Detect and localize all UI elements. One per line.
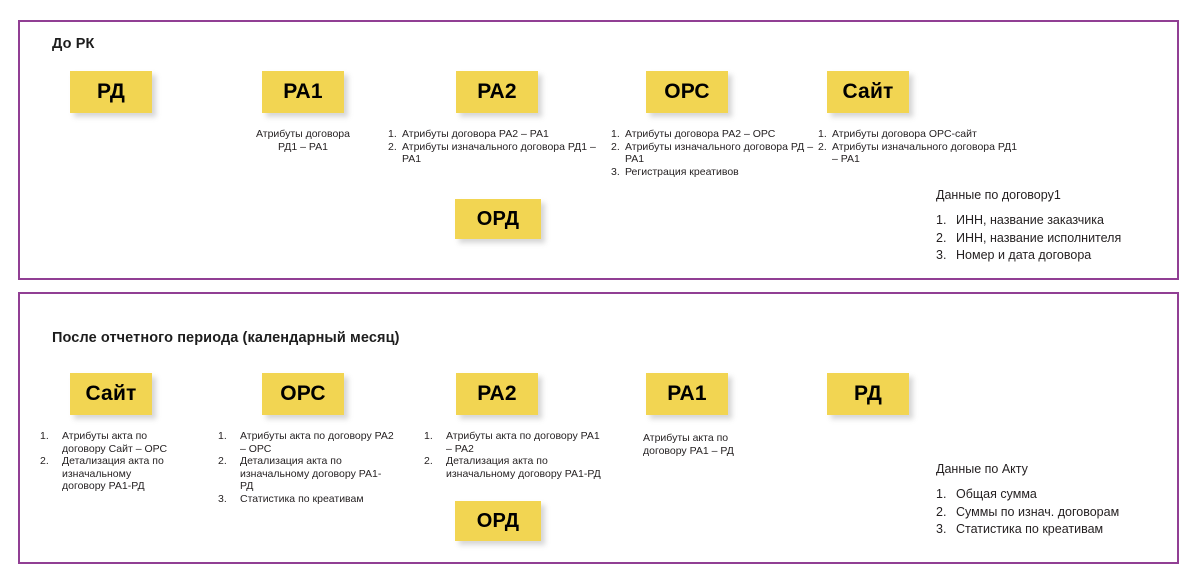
list-item: 1.Атрибуты договора РА2 – РА1 — [388, 128, 549, 140]
list-item: 1.Атрибуты акта по договору РА2 – ОРС — [218, 430, 394, 455]
panel-after-title: После отчетного периода (календарный мес… — [52, 330, 400, 346]
annotation-before-site: 1.Атрибуты договора ОРС-сайт 2.Атрибуты … — [818, 128, 1018, 166]
node-before-ra2[interactable]: РА2 — [456, 71, 538, 113]
annotation-after-site: 1.Атрибуты акта по договору Сайт – ОРС 2… — [40, 430, 172, 493]
annotation-before-ra1: Атрибуты договора РД1 – РА1 — [256, 128, 350, 153]
node-before-ord[interactable]: ОРД — [455, 199, 541, 239]
node-after-site[interactable]: Сайт — [70, 373, 152, 415]
node-before-ops[interactable]: ОРС — [646, 71, 728, 113]
panel-after-report-period — [18, 292, 1179, 564]
list-item: 2.Детализация акта по изначальному догов… — [218, 455, 382, 493]
node-after-ra2[interactable]: РА2 — [456, 373, 538, 415]
list-item: 1.Атрибуты акта по договору Сайт – ОРС — [40, 430, 168, 455]
legend-item: 2.Суммы по изнач. договорам — [936, 504, 1120, 519]
list-item: 2.Атрибуты изначального договора РД1 – Р… — [388, 140, 596, 166]
legend-after: Данные по Акту 1.Общая сумма 2.Суммы по … — [936, 462, 1176, 539]
list-item: 2.Детализация акта по изначальному догов… — [40, 455, 164, 493]
legend-before: Данные по договору1 1.ИНН, название зака… — [936, 188, 1172, 265]
node-after-ops[interactable]: ОРС — [262, 373, 344, 415]
list-item: 3.Регистрация креативов — [611, 165, 739, 178]
annotation-after-ra2: 1.Атрибуты акта по договору РА1 – РА2 2.… — [424, 430, 604, 480]
annotation-after-ops: 1.Атрибуты акта по договору РА2 – ОРС 2.… — [218, 430, 394, 506]
legend-before-title: Данные по договору1 — [936, 188, 1061, 202]
node-before-ra1[interactable]: РА1 — [262, 71, 344, 113]
list-item: 2.Атрибуты изначального договора РД1 – Р… — [818, 140, 1018, 166]
legend-after-title: Данные по Акту — [936, 462, 1028, 476]
node-after-ord[interactable]: ОРД — [455, 501, 541, 541]
list-item: 3.Статистика по креативам — [218, 492, 364, 505]
node-after-rd[interactable]: РД — [827, 373, 909, 415]
panel-before-campaign — [18, 20, 1179, 280]
annotation-before-ra2: 1.Атрибуты договора РА2 – РА1 2.Атрибуты… — [388, 128, 616, 166]
legend-item: 1.Общая сумма — [936, 487, 1037, 501]
annotation-after-ra1: Атрибуты акта по договору РА1 – РД — [643, 432, 734, 457]
legend-item: 3.Статистика по креативам — [936, 522, 1104, 536]
node-after-ra1[interactable]: РА1 — [646, 373, 728, 415]
node-before-rd[interactable]: РД — [70, 71, 152, 113]
annotation-before-ops: 1.Атрибуты договора РА2 – ОРС 2.Атрибуты… — [611, 128, 823, 178]
panel-before-title: До РК — [52, 36, 95, 52]
list-item: 1.Атрибуты договора ОРС-сайт — [818, 128, 977, 140]
list-item: 2.Атрибуты изначального договора РД – РА… — [611, 140, 814, 166]
legend-item: 3.Номер и дата договора — [936, 248, 1092, 262]
list-item: 1.Атрибуты акта по договору РА1 – РА2 — [424, 430, 600, 455]
node-before-site[interactable]: Сайт — [827, 71, 909, 113]
list-item: 2.Детализация акта по изначальному догов… — [424, 455, 601, 480]
legend-item: 1.ИНН, название заказчика — [936, 213, 1104, 227]
legend-item: 2.ИНН, название исполнителя — [936, 230, 1122, 245]
list-item: 1.Атрибуты договора РА2 – ОРС — [611, 128, 776, 140]
